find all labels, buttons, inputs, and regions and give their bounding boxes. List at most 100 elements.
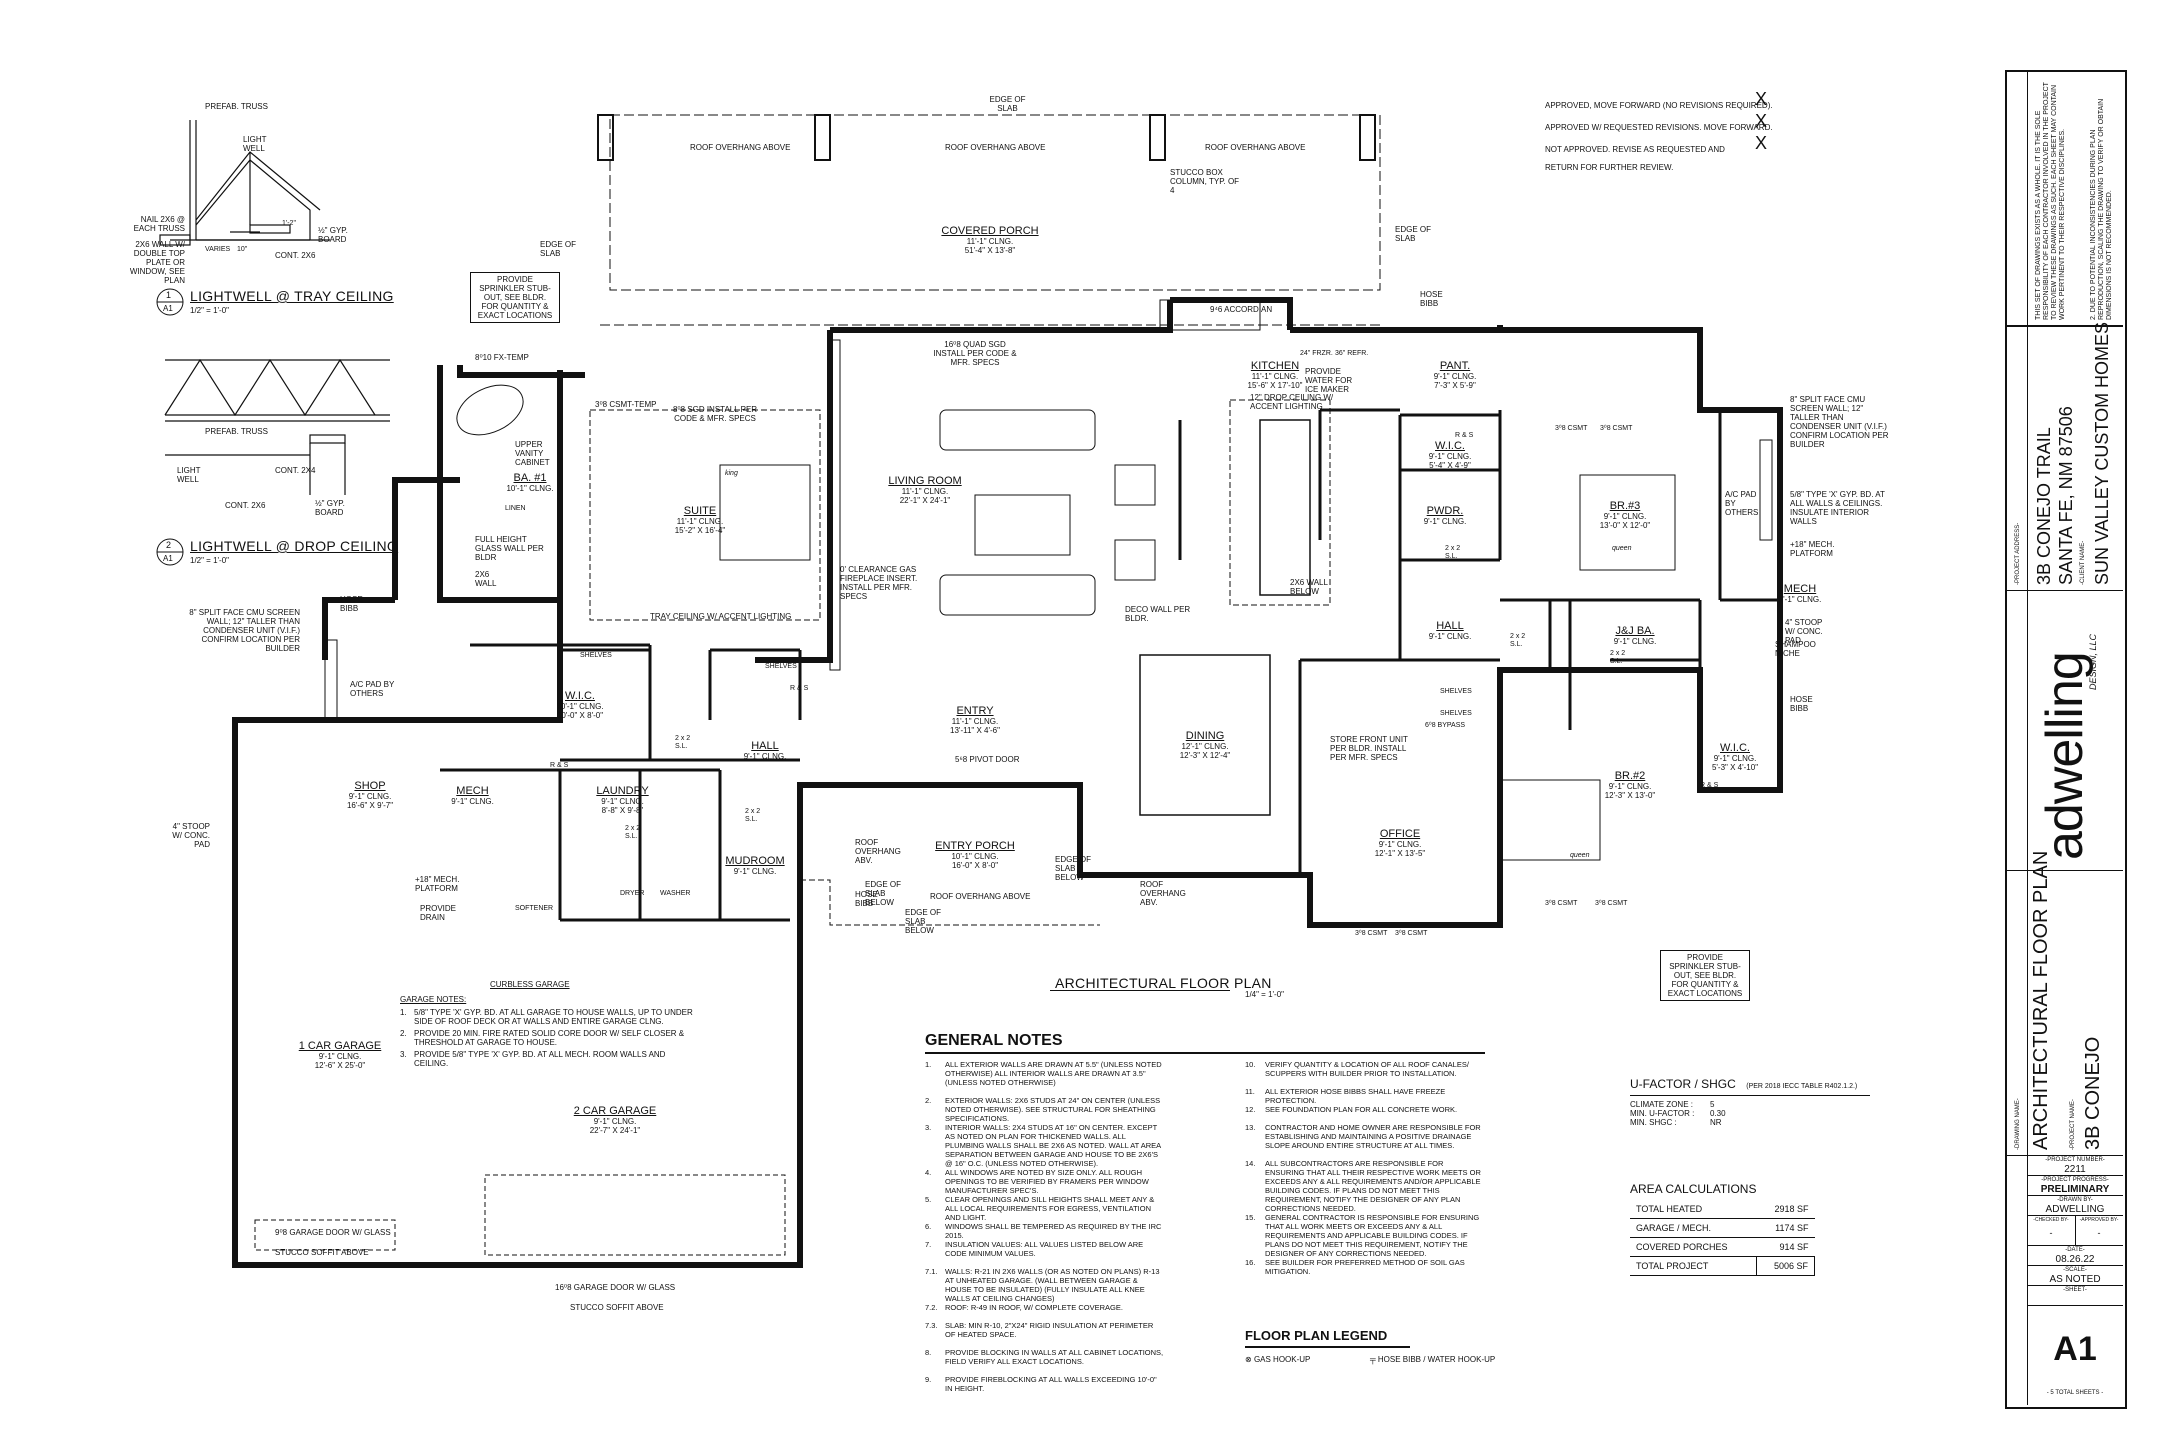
note-upper-vanity: UPPER VANITY CABINET: [515, 440, 550, 467]
detail-1-num: 1: [166, 290, 172, 300]
note-fireplace: 0' CLEARANCE GAS FIREPLACE INSERT. INSTA…: [840, 565, 918, 601]
tb-checked: -: [2049, 1228, 2053, 1238]
note-rs-1: R & S: [790, 685, 809, 692]
note-shelves-1: SHELVES: [580, 652, 612, 659]
room-wic-3: W.I.C. 9'-1" CLNG. 5'-4" X 4'-9": [1428, 440, 1472, 470]
area-row: GARAGE / MECH.1174 SF: [1630, 1218, 1815, 1238]
note-stucco-soffit-2: STUCCO SOFFIT ABOVE: [570, 1303, 664, 1312]
room-covered-porch: COVERED PORCH 11'-1" CLNG. 51'-4" X 13'-…: [941, 225, 1039, 255]
note-softener: SOFTENER: [515, 905, 554, 912]
note-ac-pad-right: A/C PAD BY OTHERS: [1725, 490, 1759, 517]
note-pivot-door: 5⁶8 PIVOT DOOR: [955, 755, 1020, 764]
general-note-item: 7.1.WALLS: R-21 IN 2X6 WALLS (OR AS NOTE…: [925, 1267, 1160, 1303]
plan-title-underline: [1050, 990, 1230, 991]
note-rs-3: R & S: [1700, 782, 1719, 789]
room-hall-2: HALL 9'-1" CLNG.: [1428, 620, 1472, 641]
detail-1-label-lightwell: LIGHT WELL: [243, 135, 267, 153]
title-block: [2005, 70, 2127, 1409]
note-roof-overhang-2: ROOF OVERHANG ABOVE: [945, 143, 1046, 152]
note-sprinkler-2: PROVIDE SPRINKLER STUB-OUT, SEE BLDR. FO…: [1660, 950, 1750, 1001]
detail-2-label-lightwell: LIGHT WELL: [177, 466, 201, 484]
note-skylight-5: 2 x 2 S.L.: [1510, 633, 1526, 648]
approval-mark[interactable]: X: [1755, 89, 1768, 109]
legend-gas: ⊗ GAS HOOK-UP: [1245, 1355, 1311, 1364]
note-king: king: [725, 470, 738, 477]
approval-row: APPROVED w/ REQUESTED REVISIONS. MOVE FO…: [1545, 111, 1773, 139]
plan-scale: 1/4" = 1'-0": [1245, 990, 1285, 999]
tb-drawn: ADWELLING: [2045, 1204, 2105, 1215]
ufactor-row: MIN. SHGC :NR: [1630, 1118, 1722, 1127]
note-fx-temp: 8⁰10 FX-TEMP: [475, 353, 529, 362]
general-notes-title: GENERAL NOTES: [925, 1032, 1063, 1049]
tb-scale: AS NOTED: [2049, 1274, 2101, 1285]
tb-address-1: 3B CONEJO TRAIL: [2034, 427, 2054, 585]
room-kitchen: KITCHEN 11'-1" CLNG. 15'-6" X 17'-10": [1247, 360, 1303, 390]
note-skylight-2: 2 x 2 S.L.: [625, 825, 641, 840]
note-refr: 36" REFR.: [1335, 350, 1369, 357]
tb-scale-label: -SCALE-: [2063, 1267, 2087, 1273]
general-note-item: 9.PROVIDE FIREBLOCKING AT ALL WALLS EXCE…: [925, 1375, 1157, 1393]
detail-2-label-gyp: ½" GYP. BOARD: [315, 499, 345, 517]
general-note-item: 5.CLEAR OPENINGS AND SILL HEIGHTS SHALL …: [925, 1195, 1155, 1222]
detail-1-label-varies: VARIES: [205, 246, 231, 253]
tb-approved-label: -APPROVED BY-: [2079, 1217, 2119, 1223]
approval-mark[interactable]: X: [1755, 133, 1768, 153]
ufactor-ref: (PER 2018 IECC TABLE R402.1.2.): [1746, 1083, 1858, 1090]
note-ice-maker: PROVIDE WATER FOR ICE MAKER: [1305, 367, 1353, 394]
note-edge-slab-below-3: EDGE OF SLAB BELOW: [1055, 855, 1092, 882]
tb-sheet-label: -SHEET-: [2063, 1287, 2087, 1293]
note-edge-slab-left: EDGE OF SLAB: [540, 240, 577, 258]
garage-note-item: 2.PROVIDE 20 MIN. FIRE RATED SOLID CORE …: [400, 1029, 685, 1047]
plan-title: ARCHITECTURAL FLOOR PLAN: [1055, 975, 1272, 991]
detail-2-num: 2: [166, 540, 172, 550]
general-note-item: 8.PROVIDE BLOCKING IN WALLS AT ALL CABIN…: [925, 1348, 1164, 1366]
note-rs-2: R & S: [550, 762, 569, 769]
note-edge-slab-top: EDGE OF SLAB: [989, 95, 1026, 113]
detail-2-sheet: A1: [163, 554, 173, 563]
note-skylight-3: 2 x 2 S.L.: [745, 808, 761, 823]
note-shelves-3: SHELVES: [1440, 688, 1472, 695]
room-wic-2: W.I.C. 9'-1" CLNG. 5'-3" X 4'-10": [1711, 742, 1759, 772]
approval-mark[interactable]: X: [1755, 111, 1768, 131]
tb-address-2: SANTA FE, NM 87506: [2056, 406, 2076, 585]
note-roof-overhang-1: ROOF OVERHANG ABOVE: [690, 143, 791, 152]
room-jj-bath: J&J BA. 9'-1" CLNG.: [1613, 625, 1657, 646]
tb-logo: adwelling: [2036, 652, 2094, 860]
note-cmu-left: 8" SPLIT FACE CMU SCREEN WALL; 12" TALLE…: [189, 608, 300, 653]
room-suite: SUITE 11'-1" CLNG. 15'-2" X 16'-4": [674, 505, 726, 535]
general-note-item: 14.ALL SUBCONTRACTORS ARE RESPONSIBLE FO…: [1245, 1159, 1481, 1213]
note-provide-drain: PROVIDE DRAIN: [420, 904, 457, 922]
tb-client-label: -CLIENT NAME-: [2080, 540, 2086, 585]
note-queen-1: queen: [1612, 545, 1632, 552]
detail-2-tag: [155, 537, 185, 572]
room-shop: SHOP 9'-1" CLNG. 16'-6" X 9'-7": [346, 780, 394, 810]
gas-icon: ⊗: [1245, 1355, 1254, 1364]
general-note-item: 16.SEE BUILDER FOR PREFERRED METHOD OF S…: [1245, 1258, 1465, 1276]
tb-address-label: -PROJECT ADDRESS-: [2015, 522, 2021, 585]
detail-1-label-cont: CONT. 2x6: [275, 251, 316, 260]
approval-row: APPROVED, MOVE FORWARD (NO REVISIONS REQ…: [1545, 89, 1773, 117]
floor-plan-walls: [232, 114, 1783, 1268]
note-csmt-1: 3⁰8 CSMT: [1555, 425, 1588, 432]
note-csmt-6: 3⁰8 CSMT: [1395, 930, 1428, 937]
tb-drawn-label: -DRAWN BY-: [2057, 1197, 2093, 1203]
approval-text: NOT APPROVED. REVISE AS REQUESTED AND RE…: [1545, 145, 1725, 172]
approval-block: APPROVED, MOVE FORWARD (NO REVISIONS REQ…: [1545, 89, 1773, 172]
general-note-item: 11.ALL EXTERIOR HOSE BIBBS SHALL HAVE FR…: [1245, 1087, 1446, 1105]
note-skylight-6: 2 x 2 S.L.: [1610, 650, 1626, 665]
note-curbless: CURBLESS GARAGE: [490, 980, 570, 989]
tb-date: 08.26.22: [2055, 1254, 2095, 1265]
room-hall-1: HALL 9'-1" CLNG.: [743, 740, 787, 761]
garage-notes-title: GARAGE NOTES:: [400, 995, 467, 1004]
ufactor-row: MIN. U-FACTOR :0.30: [1630, 1109, 1726, 1118]
detail-2-title: LIGHTWELL @ DROP CEILING: [190, 538, 399, 554]
note-roof-overhang-3: ROOF OVERHANG ABOVE: [1205, 143, 1306, 152]
legend-rule: [1245, 1346, 1410, 1348]
ufactor-block: U-FACTOR / SHGC (PER 2018 IECC TABLE R40…: [1630, 1075, 1870, 1127]
note-gyp-bd: 5/8" TYPE 'X' GYP. BD. AT ALL WALLS & CE…: [1790, 490, 1885, 526]
note-stoop-right: 4" STOOP w/ CONC. PAD: [1785, 618, 1823, 645]
